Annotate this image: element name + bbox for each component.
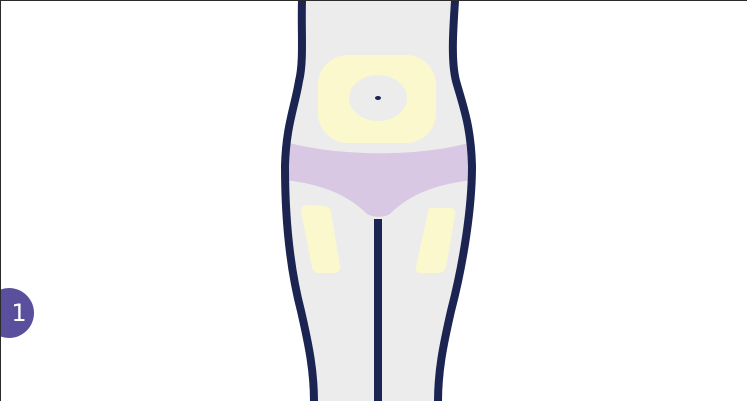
navel-icon: [375, 96, 381, 100]
step-number: 1: [11, 299, 26, 327]
